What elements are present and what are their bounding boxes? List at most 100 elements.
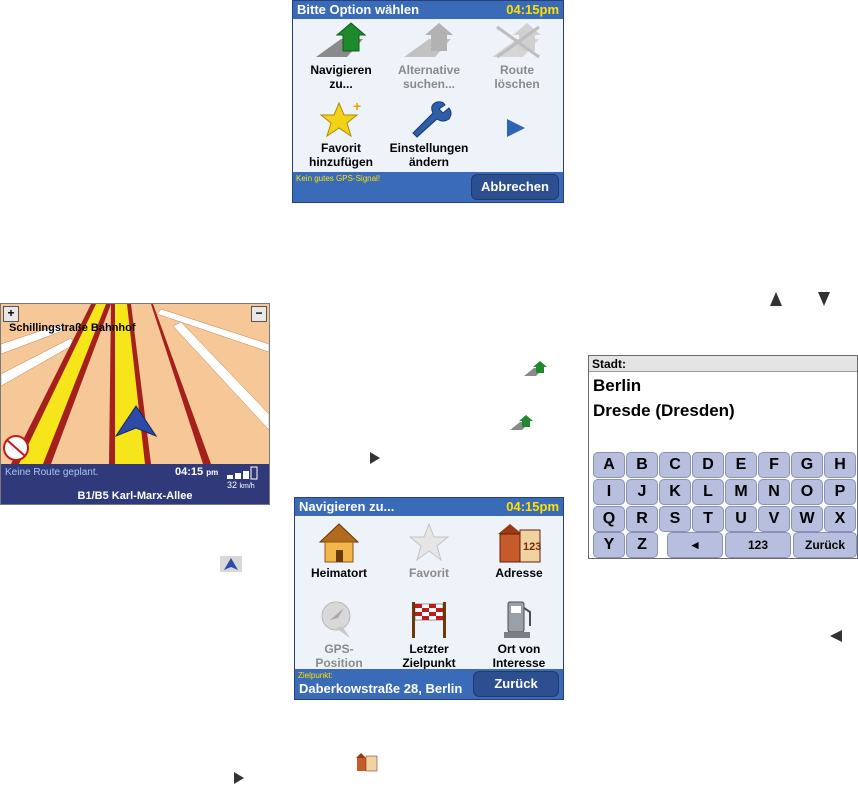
key-s[interactable]: S [659,506,691,532]
change-settings-label2: ändern [408,155,449,169]
options-footer: Kein gutes GPS-Signal! Abbrechen [293,172,563,202]
key-c[interactable]: C [659,452,691,478]
address-building-icon: 123 [498,524,541,563]
gps-position-button[interactable]: GPS- Position [299,596,379,670]
next-arrow-small-icon [370,452,380,464]
speed-readout: 32 km/h [227,480,255,490]
address-small-icon [356,753,378,772]
city-panel: Stadt: Berlin Dresde (Dresden) A B C D E… [588,355,858,559]
zoom-in-button[interactable]: + [3,306,19,322]
destination-value: Daberkowstraße 28, Berlin [299,681,463,696]
destination-caption: Zielpunkt: [298,671,333,680]
clear-route-label1: Route [500,63,534,77]
city-back-button[interactable]: Zurück [793,532,857,558]
numbers-key[interactable]: 123 [725,532,791,558]
key-v[interactable]: V [758,506,790,532]
key-x[interactable]: X [824,506,856,532]
key-w[interactable]: W [791,506,823,532]
key-o[interactable]: O [791,479,823,505]
key-q[interactable]: Q [593,506,625,532]
next-arrow-bottom-icon [234,772,244,784]
key-f[interactable]: F [758,452,790,478]
add-favorite-label1: Favorit [320,141,361,155]
favorite-label: Favorit [408,566,449,580]
change-settings-button[interactable]: Einstellungen ändern [389,99,469,169]
navigate-title-bar: Navigieren zu... 04:15pm [295,498,563,516]
map-time-suffix: pm [206,468,219,477]
next-page-arrow-icon[interactable] [505,117,527,139]
gray-star-icon [408,522,450,562]
options-panel: Bitte Option wählen 04:15pm Navigieren z… [292,0,564,203]
crossed-route-icon [492,23,541,59]
key-p[interactable]: P [824,479,856,505]
key-k[interactable]: K [659,479,691,505]
map-canvas[interactable] [1,304,269,464]
city-header: Stadt: [589,356,857,372]
gps-pin-icon [321,601,351,638]
gps-status: Kein gutes GPS-Signal! [296,174,381,183]
find-alternative-label1: Alternative [397,63,461,77]
speed-unit: km/h [239,483,255,490]
navigate-back-button[interactable]: Zurück [473,671,559,697]
key-y[interactable]: Y [593,532,625,558]
backspace-key[interactable]: ◄ [667,532,723,558]
key-e[interactable]: E [725,452,757,478]
options-title-bar: Bitte Option wählen 04:15pm [293,1,563,19]
key-h[interactable]: H [824,452,856,478]
clear-route-button[interactable]: Route löschen [477,21,557,91]
navigate-to-label2: zu... [329,77,353,91]
home-button[interactable]: Heimatort [299,520,379,580]
key-j[interactable]: J [626,479,658,505]
navigate-time: 04:15pm [506,499,559,514]
key-n[interactable]: N [758,479,790,505]
route-status: Keine Route geplant. [5,467,99,478]
add-favorite-button[interactable]: + Favorit hinzufügen [301,99,381,169]
green-arrow-small-icon-2 [510,415,533,430]
current-road: B1/B5 Karl-Marx-Allee [77,490,193,502]
gps-signal-icon [227,466,258,480]
key-z[interactable]: Z [626,532,658,558]
fuel-pump-icon [504,601,531,638]
options-time: 04:15pm [506,2,559,17]
map-time: 04:15 [175,466,204,478]
zoom-out-button[interactable]: − [251,306,267,322]
wrench-icon [412,101,452,138]
clear-route-label2: löschen [494,77,540,91]
speed-value: 32 [227,480,238,490]
cancel-button[interactable]: Abbrechen [471,174,559,200]
find-alternative-button[interactable]: Alternative suchen... [389,21,469,91]
svg-text:+: + [353,99,361,114]
key-g[interactable]: G [791,452,823,478]
key-l[interactable]: L [692,479,724,505]
scroll-up-arrow-icon [770,292,782,306]
add-favorite-label2: hinzufügen [309,155,373,169]
city-result-1[interactable]: Berlin [593,376,642,395]
favorite-button[interactable]: Favorit [389,520,469,580]
point-of-interest-button[interactable]: Ort von Interesse [479,596,559,670]
key-i[interactable]: I [593,479,625,505]
navigate-to-button[interactable]: Navigieren zu... [301,21,381,91]
green-arrow-small-icon [524,361,547,376]
key-r[interactable]: R [626,506,658,532]
last-destination-label2: Zielpunkt [402,656,456,670]
gps-position-label1: GPS- [324,642,354,656]
change-settings-label1: Einstellungen [389,141,469,155]
point-of-interest-label1: Ort von [497,642,541,656]
gray-arrow-icon [404,23,453,57]
key-m[interactable]: M [725,479,757,505]
options-title: Bitte Option wählen [297,2,420,17]
address-button[interactable]: 123 Adresse [479,520,559,580]
map-status-bar: Keine Route geplant. 04:15 pm 32 km/h B1… [1,464,269,504]
home-label: Heimatort [310,566,367,580]
gps-position-label2: Position [315,656,363,670]
checkered-flag-icon [412,602,446,638]
last-destination-button[interactable]: Letzter Zielpunkt [389,596,469,670]
key-t[interactable]: T [692,506,724,532]
key-d[interactable]: D [692,452,724,478]
last-destination-label1: Letzter [409,642,449,656]
key-u[interactable]: U [725,506,757,532]
navigate-panel: Navigieren zu... 04:15pm Heimatort Favor… [294,497,564,700]
key-b[interactable]: B [626,452,658,478]
city-result-2[interactable]: Dresde (Dresden) [593,401,735,420]
key-a[interactable]: A [593,452,625,478]
